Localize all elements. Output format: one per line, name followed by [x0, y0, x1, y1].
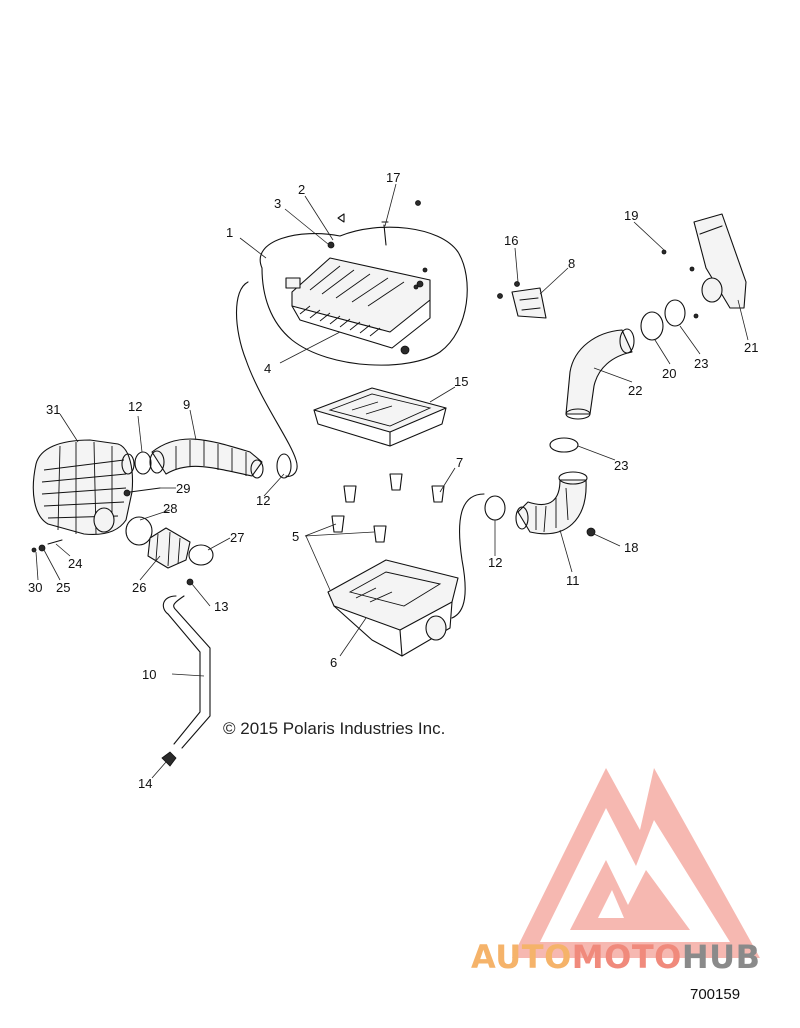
brand-auto: AUTO	[471, 938, 572, 976]
copyright-text: © 2015 Polaris Industries Inc.	[223, 719, 446, 738]
callout-22: 22	[628, 383, 642, 398]
callout-19: 19	[624, 208, 638, 223]
callout-5: 5	[292, 529, 299, 544]
fastener-small-parts	[337, 200, 699, 537]
callout-18: 18	[624, 540, 638, 555]
callout-7: 7	[456, 455, 463, 470]
bolts-24-25-29-30	[31, 487, 161, 553]
callout-28: 28	[163, 501, 177, 516]
resonator-31	[32, 439, 135, 536]
drain-tubes	[235, 281, 485, 619]
callout-15: 15	[454, 374, 468, 389]
callout-20: 20	[662, 366, 676, 381]
inlet-plate-21	[693, 213, 747, 309]
brand-hub: HUB	[681, 938, 761, 976]
airbox-lower-6	[327, 559, 459, 657]
callout-12c: 12	[488, 555, 502, 570]
callout-11: 11	[566, 573, 580, 588]
callout-12a: 12	[128, 399, 142, 414]
watermark-logo-icon	[512, 768, 760, 958]
callout-31: 31	[46, 402, 60, 417]
duct-11	[515, 471, 588, 535]
callout-14: 14	[138, 776, 152, 791]
callout-16: 16	[504, 233, 518, 248]
callout-13: 13	[214, 599, 228, 614]
callout-9: 9	[183, 397, 190, 412]
callout-24: 24	[68, 556, 82, 571]
hose-10	[161, 578, 211, 767]
callout-2: 2	[298, 182, 305, 197]
document-number: 700159	[690, 986, 741, 1003]
air-filter-element	[313, 387, 447, 447]
callout-10: 10	[142, 667, 156, 682]
callout-23b: 23	[614, 458, 628, 473]
watermark-brand: AUTOMOTOHUB	[471, 938, 761, 976]
coupler-26	[147, 527, 191, 569]
callout-30: 30	[28, 580, 42, 595]
callout-21: 21	[744, 340, 758, 355]
brand-moto: MOTO	[571, 938, 682, 976]
callout-23a: 23	[694, 356, 708, 371]
callout-3: 3	[274, 196, 281, 211]
leader-lines	[35, 183, 749, 779]
callout-8: 8	[568, 256, 575, 271]
callout-26: 26	[132, 580, 146, 595]
callout-17: 17	[386, 170, 400, 185]
airbox-cover-group	[259, 226, 468, 366]
duct-22	[565, 328, 635, 420]
clamps-20-23	[125, 299, 686, 566]
bracket-8	[511, 287, 547, 319]
callout-29: 29	[176, 481, 190, 496]
callout-6: 6	[330, 655, 337, 670]
callout-27: 27	[230, 530, 244, 545]
callout-1: 1	[226, 225, 233, 240]
callout-4: 4	[264, 361, 271, 376]
callout-12b: 12	[256, 493, 270, 508]
callout-25: 25	[56, 580, 70, 595]
duct-9	[149, 438, 264, 479]
callout-labels: 1 2 3 4 5 6 7 8 9 10 11 12 12 12 13 14 1…	[28, 170, 758, 791]
clips-5-7	[331, 473, 445, 543]
